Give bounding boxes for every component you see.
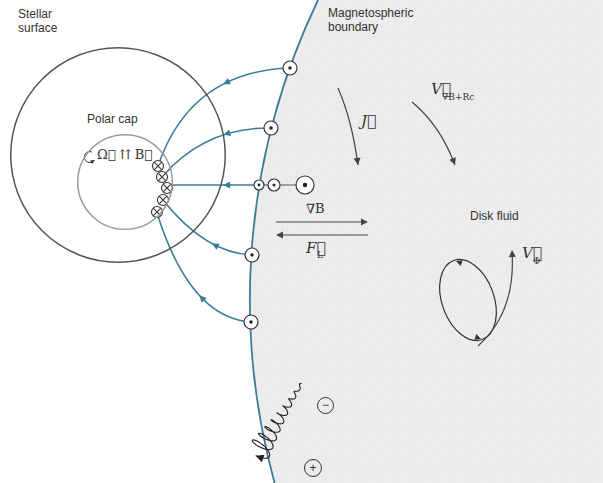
velocity-subscript: ∇B+Rc — [442, 92, 474, 103]
current-out-symbol — [244, 315, 258, 329]
rotation-alignment: Ω⃗ ⇈ B⃗ — [97, 148, 167, 162]
symbols — [84, 61, 516, 462]
current-out-dot — [273, 184, 276, 187]
current-out-dot — [250, 253, 254, 257]
arrowhead — [90, 160, 94, 164]
arrowhead — [256, 455, 265, 462]
current-out-symbol — [268, 179, 280, 191]
outline-circle — [78, 135, 173, 230]
force-subscript: L — [317, 250, 323, 261]
ion-charge: + — [304, 459, 322, 477]
field-line — [163, 200, 252, 255]
current-out-symbol — [296, 176, 314, 194]
arrowhead — [212, 244, 220, 250]
current-out-symbol — [264, 121, 278, 135]
star-label: Stellar surface — [18, 7, 80, 35]
current-in-cross — [154, 162, 161, 169]
current-arrow — [338, 88, 358, 165]
current-in-cross — [159, 196, 166, 203]
arrowhead — [199, 295, 206, 302]
current-out-symbol — [283, 61, 297, 75]
arrowhead — [223, 78, 231, 84]
particle-helix — [252, 383, 301, 458]
current-out-symbol — [245, 248, 259, 262]
disk-region — [250, 0, 603, 483]
outline-circle — [305, 460, 322, 477]
current-in-cross — [163, 184, 170, 191]
arrowhead — [449, 157, 456, 165]
arrowhead — [276, 232, 283, 239]
charge-sign: − — [317, 397, 334, 414]
field-line — [162, 128, 271, 177]
current-symbol: J⃗ — [361, 112, 376, 130]
current-out-dot — [249, 320, 253, 324]
velocity-subscript: Φ — [533, 256, 540, 267]
current-in-symbol — [157, 172, 168, 183]
field-lines — [157, 68, 289, 322]
arrowhead — [223, 129, 231, 136]
arrowhead — [361, 219, 368, 226]
azimuthal-velocity-arrow — [478, 252, 512, 346]
gradient-symbol: ∇B — [306, 201, 325, 217]
current-in-symbol — [153, 161, 164, 172]
disk-fluid-label: Disk fluid — [470, 209, 519, 223]
current-in-cross — [158, 173, 165, 180]
boundary-label: Magnetospheric boundary — [328, 6, 428, 34]
current-out-dot — [303, 183, 308, 188]
arrowhead — [354, 158, 361, 165]
vortex-loop — [429, 252, 507, 349]
current-out-dot — [269, 126, 273, 130]
stellar-surface: Stellar surfacePolar capΩ⃗ ⇈ B⃗ — [10, 47, 226, 263]
polar-cap: Polar capΩ⃗ ⇈ B⃗ — [77, 134, 173, 230]
arrowhead — [509, 250, 516, 257]
current-out-symbol — [254, 180, 264, 190]
charge-sign: + — [304, 459, 322, 477]
outline-circle — [318, 398, 334, 414]
field-line — [158, 68, 289, 166]
polar-cap-label: Polar cap — [87, 112, 167, 126]
force-arrow — [278, 234, 368, 235]
current-out-dot — [288, 66, 292, 70]
arrowhead — [223, 182, 230, 189]
current-out-dot — [258, 184, 261, 187]
electron-charge: − — [317, 397, 334, 414]
outline-circle — [11, 48, 226, 263]
gradient-arrow — [276, 221, 366, 222]
field-line — [167, 184, 259, 186]
field-line — [157, 213, 251, 322]
drift-arrow — [412, 102, 455, 165]
arrowhead — [456, 260, 463, 266]
arrowhead — [474, 334, 481, 340]
